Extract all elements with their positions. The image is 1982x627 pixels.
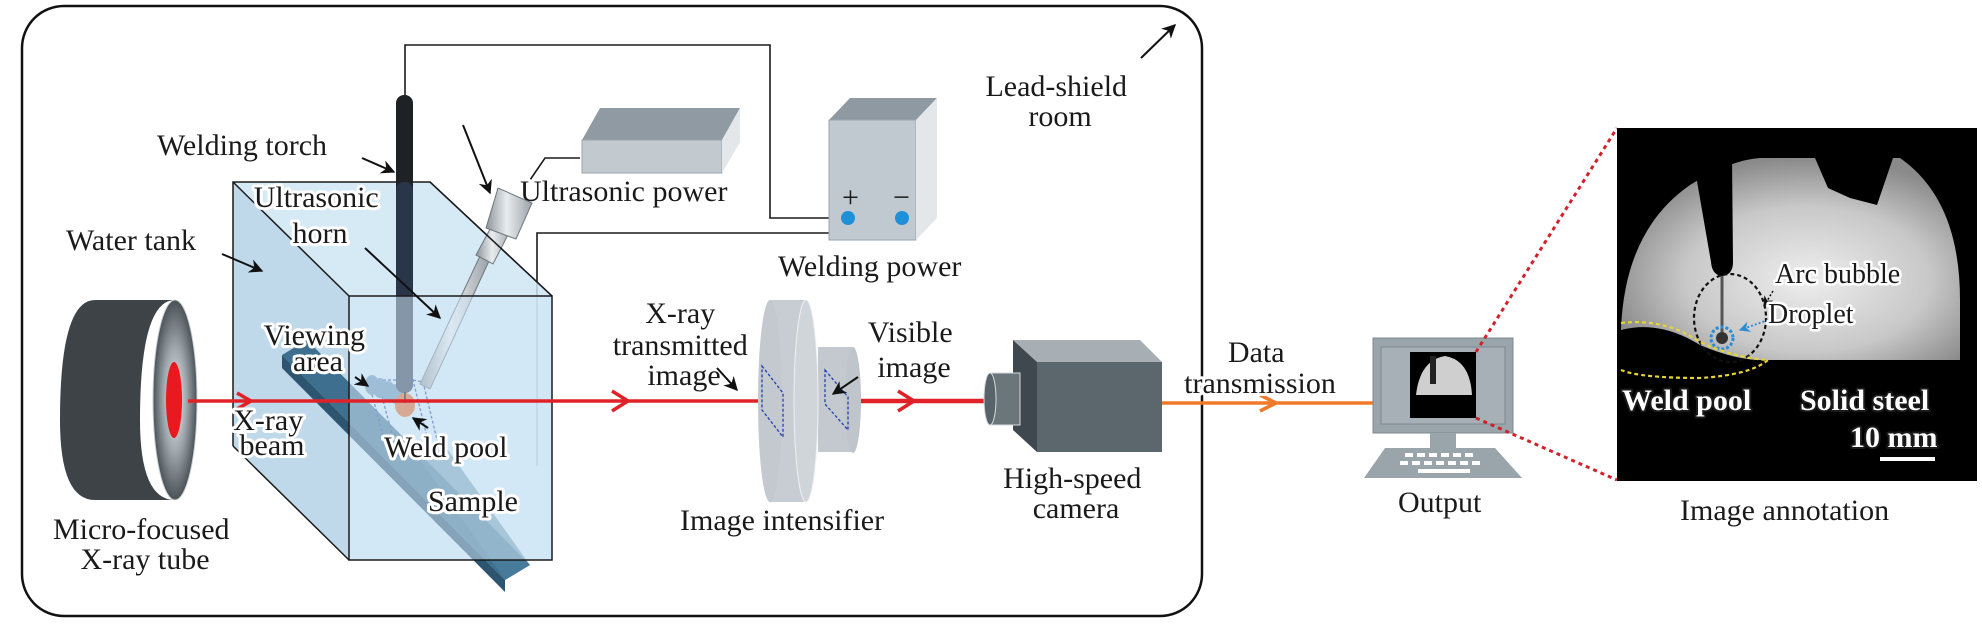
solid-steel-label: Solid steel [1800,384,1929,417]
xray-tube [60,299,198,501]
water-tank-label: Water tank [66,224,196,257]
xray-tube-label: Micro-focused X-ray tube [53,513,237,576]
minus-terminal [895,211,909,225]
welding-power-unit: + − [828,98,937,241]
ultrasonic-power-unit [581,108,740,174]
scale-bar-label: 10 mm [1850,421,1937,454]
annotation-weld-pool-label: Weld pool [1622,384,1751,417]
arc-bubble-label: Arc bubble [1775,259,1900,290]
water-tank-front [232,181,553,561]
high-speed-camera [983,340,1162,452]
data-transmission-label: Data transmission [1184,336,1336,400]
visible-image-arrow [831,376,859,395]
weld-pool-outline [1620,321,1771,380]
visible-image-label: Visible image [868,316,960,384]
viewing-area-label: Viewing area [263,319,372,378]
sample-label: Sample [428,485,518,518]
image-intensifier-label: Image intensifier [680,504,884,537]
ultrasonic-horn-pointer [462,124,492,195]
ultrasonic-horn-label: Ultrasonic horn [254,181,386,250]
xray-transmitted-image-label: X-ray transmitted image [613,297,755,392]
welding-power-label: Welding power [778,250,961,283]
xray-image-plane [761,364,784,439]
xray-transmitted-image-arrow [716,367,738,392]
plus-terminal [841,211,855,225]
annotated-xray-image: Arc bubble Droplet Weld pool Solid steel… [1617,128,1977,481]
arc-bubble-outline [1692,272,1768,364]
output-label: Output [1398,486,1482,519]
image-annotation-label: Image annotation [1680,494,1889,527]
lead-shield-room-label: Lead-shield room [985,70,1134,133]
minus-terminal-label: − [893,181,910,214]
welding-torch-arrow [361,157,396,174]
ultrasonic-horn-arrow [364,247,442,319]
data-transmission-line [1162,393,1373,413]
xray-beam [188,389,990,413]
droplet-outline [1709,325,1735,351]
output-computer [1364,337,1522,478]
lead-shield-room-boundary [20,4,1204,618]
image-intensifier [758,299,861,503]
welding-torch-label: Welding torch [157,129,327,162]
ultrasonic-power-label: Ultrasonic power [520,175,727,208]
weld-pool-arrow [411,417,429,431]
droplet-label: Droplet [1768,299,1854,330]
xray-focal-spot [166,362,182,438]
high-speed-camera-label: High-speed camera [1003,462,1149,525]
xray-beam-label: X-ray beam [233,404,310,462]
lead-shield-room-arrow [1140,24,1177,59]
weld-pool-label: Weld pool [384,431,507,464]
water-tank-arrow [221,253,264,273]
viewing-area-arrow [353,373,370,387]
plus-terminal-label: + [842,181,859,214]
zoom-connector-lines [1474,127,1619,482]
